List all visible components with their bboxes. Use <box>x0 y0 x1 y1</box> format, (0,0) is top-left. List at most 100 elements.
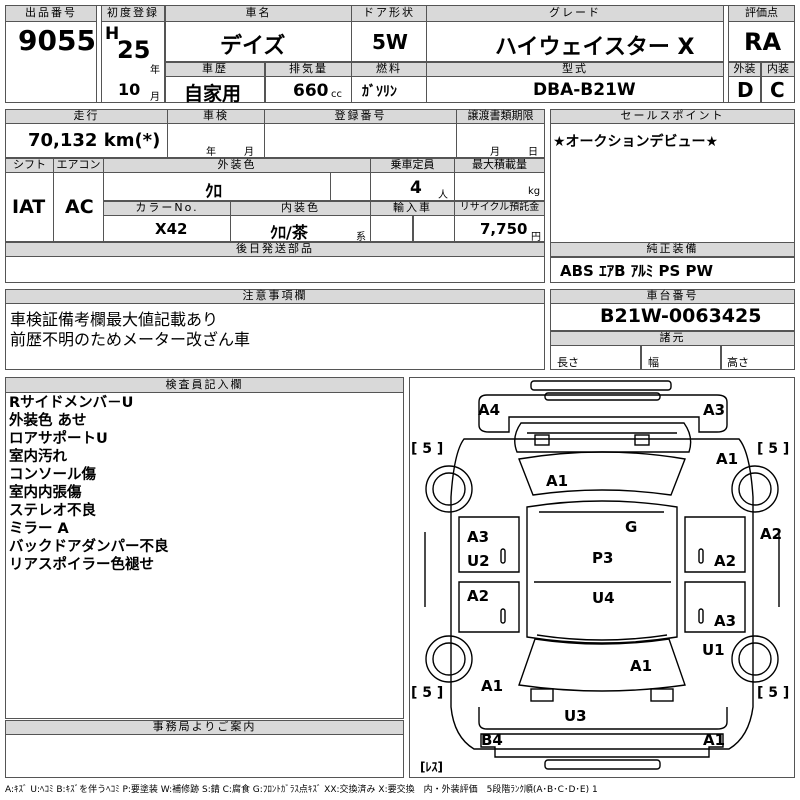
reg-month-unit: 月 <box>150 92 160 103</box>
reg-era: H <box>105 24 120 44</box>
tire-fr: [ 5 ] <box>757 441 790 457</box>
import-header: 輸入車 <box>370 201 455 216</box>
damage-mark: A1 <box>716 450 739 468</box>
ext-box <box>728 76 761 103</box>
damage-mark: B4 <box>481 731 503 749</box>
int-box <box>761 76 795 103</box>
inspector-line: バックドアダンパー不良 <box>9 539 169 555</box>
damage-mark: A2 <box>714 552 737 570</box>
transfer-header: 譲渡書類期限 <box>456 109 545 124</box>
load-box <box>454 172 545 201</box>
model-header: 型式 <box>426 62 724 77</box>
damage-mark: U1 <box>702 641 725 659</box>
diagram-box <box>409 377 795 778</box>
reg-year-unit: 年 <box>150 65 160 76</box>
chassis-number: B21W-0063425 <box>600 305 762 327</box>
lot-header: 出品番号 <box>5 5 97 22</box>
regno-box <box>264 123 457 158</box>
inspector-line: Rサイドメンバ－U <box>9 395 134 411</box>
reg-year: 25 <box>117 36 151 64</box>
recycle-box <box>454 215 545 242</box>
grade: ハイウェイスター X <box>495 35 695 60</box>
color: ｸﾛ <box>205 182 222 202</box>
name-header: 車名 <box>165 5 352 22</box>
damage-mark: A4 <box>478 401 501 419</box>
mileage: 70,132 km(*) <box>28 130 161 151</box>
insp-month-unit: 月 <box>244 147 254 158</box>
capacity: 4 <box>410 178 422 198</box>
door-header: ドア形状 <box>351 5 427 22</box>
inspector-box <box>5 392 404 719</box>
inspector-line: 室内内張傷 <box>9 485 82 501</box>
damage-mark: U2 <box>467 552 490 570</box>
grade-header: グレード <box>426 5 724 22</box>
fuel-header: 燃料 <box>351 62 427 77</box>
legend: A:ｷｽﾞ U:ﾍｺﾐ B:ｷｽﾞを伴うﾍｺﾐ P:要塗装 W:補修跡 S:錆 … <box>5 785 598 795</box>
reg-month: 10 <box>118 80 141 99</box>
displacement-header: 排気量 <box>265 62 352 77</box>
ac: AC <box>65 196 94 218</box>
lot-box <box>5 21 97 103</box>
import-box-divider <box>412 215 414 242</box>
capacity-unit: 人 <box>438 190 448 201</box>
grade-box <box>426 21 724 62</box>
sales-header: セールスポイント <box>550 109 795 124</box>
colorno: X42 <box>155 220 188 238</box>
damage-mark: U3 <box>564 707 587 725</box>
later-box <box>5 256 545 283</box>
sales-point: ★オークションデビュー★ <box>553 134 719 150</box>
inspector-lines: Rサイドメンバ－U 外装色 あせ ロアサポートU 室内汚れ コンソール傷 室内内… <box>9 394 169 574</box>
lot-number: 9055 <box>18 24 96 57</box>
inspector-line: 室内汚れ <box>9 449 67 465</box>
transfer-box <box>456 123 545 158</box>
fuel: ｶﾞｿﾘﾝ <box>362 84 397 100</box>
dim-length-label: 長さ <box>557 356 579 369</box>
office-header: 事務局よりご案内 <box>5 720 404 735</box>
load-unit: kg <box>528 186 541 197</box>
ext-score: D <box>737 78 754 102</box>
int-header: 内装 <box>761 62 795 77</box>
dim-width-label: 幅 <box>648 356 659 369</box>
damage-mark: A1 <box>703 731 726 749</box>
reg-box <box>101 21 165 103</box>
chassis-box <box>550 303 795 331</box>
model-box <box>426 76 724 103</box>
intcolor: ｸﾛ/茶 <box>270 223 308 242</box>
spare-tire: [ﾚｽ] <box>420 760 443 774</box>
equip-header: 純正装備 <box>550 242 795 257</box>
tire-fl: [ 5 ] <box>411 441 444 457</box>
tire-rr: [ 5 ] <box>757 685 790 701</box>
shift: IAT <box>12 196 46 218</box>
model: DBA-B21W <box>533 80 636 100</box>
sales-box <box>550 123 795 258</box>
score: RA <box>744 28 782 56</box>
ext-header: 外装 <box>728 62 761 77</box>
dims-box <box>550 345 795 370</box>
damage-mark: A3 <box>467 528 490 546</box>
tr-month-unit: 月 <box>490 147 500 158</box>
color-header: 外装色 <box>103 158 371 173</box>
displacement-unit: cc <box>331 89 342 100</box>
damage-mark: A1 <box>481 677 504 695</box>
recycle-header: リサイクル預託金 <box>454 201 545 216</box>
damage-mark: U4 <box>592 589 615 607</box>
notes-box <box>5 303 545 370</box>
int-score: C <box>770 78 785 102</box>
inspector-line: ミラー A <box>9 521 69 537</box>
inspector-line: ロアサポートU <box>9 431 108 447</box>
damage-mark: A2 <box>467 587 490 605</box>
history: 自家用 <box>184 83 242 105</box>
recycle-unit: 円 <box>531 232 541 243</box>
damage-mark: A3 <box>703 401 726 419</box>
inspection-header: 車検 <box>167 109 265 124</box>
inspector-line: 外装色 あせ <box>9 413 87 429</box>
history-header: 車歴 <box>165 62 265 77</box>
history-box <box>165 76 265 103</box>
intcolor-unit: 系 <box>356 232 366 243</box>
equip-box <box>550 256 795 283</box>
tr-day-unit: 日 <box>528 147 538 158</box>
damage-mark: A1 <box>630 657 653 675</box>
reg-header: 初度登録 <box>101 5 165 22</box>
ac-header: エアコン <box>53 158 104 173</box>
car-diagram <box>424 380 780 770</box>
